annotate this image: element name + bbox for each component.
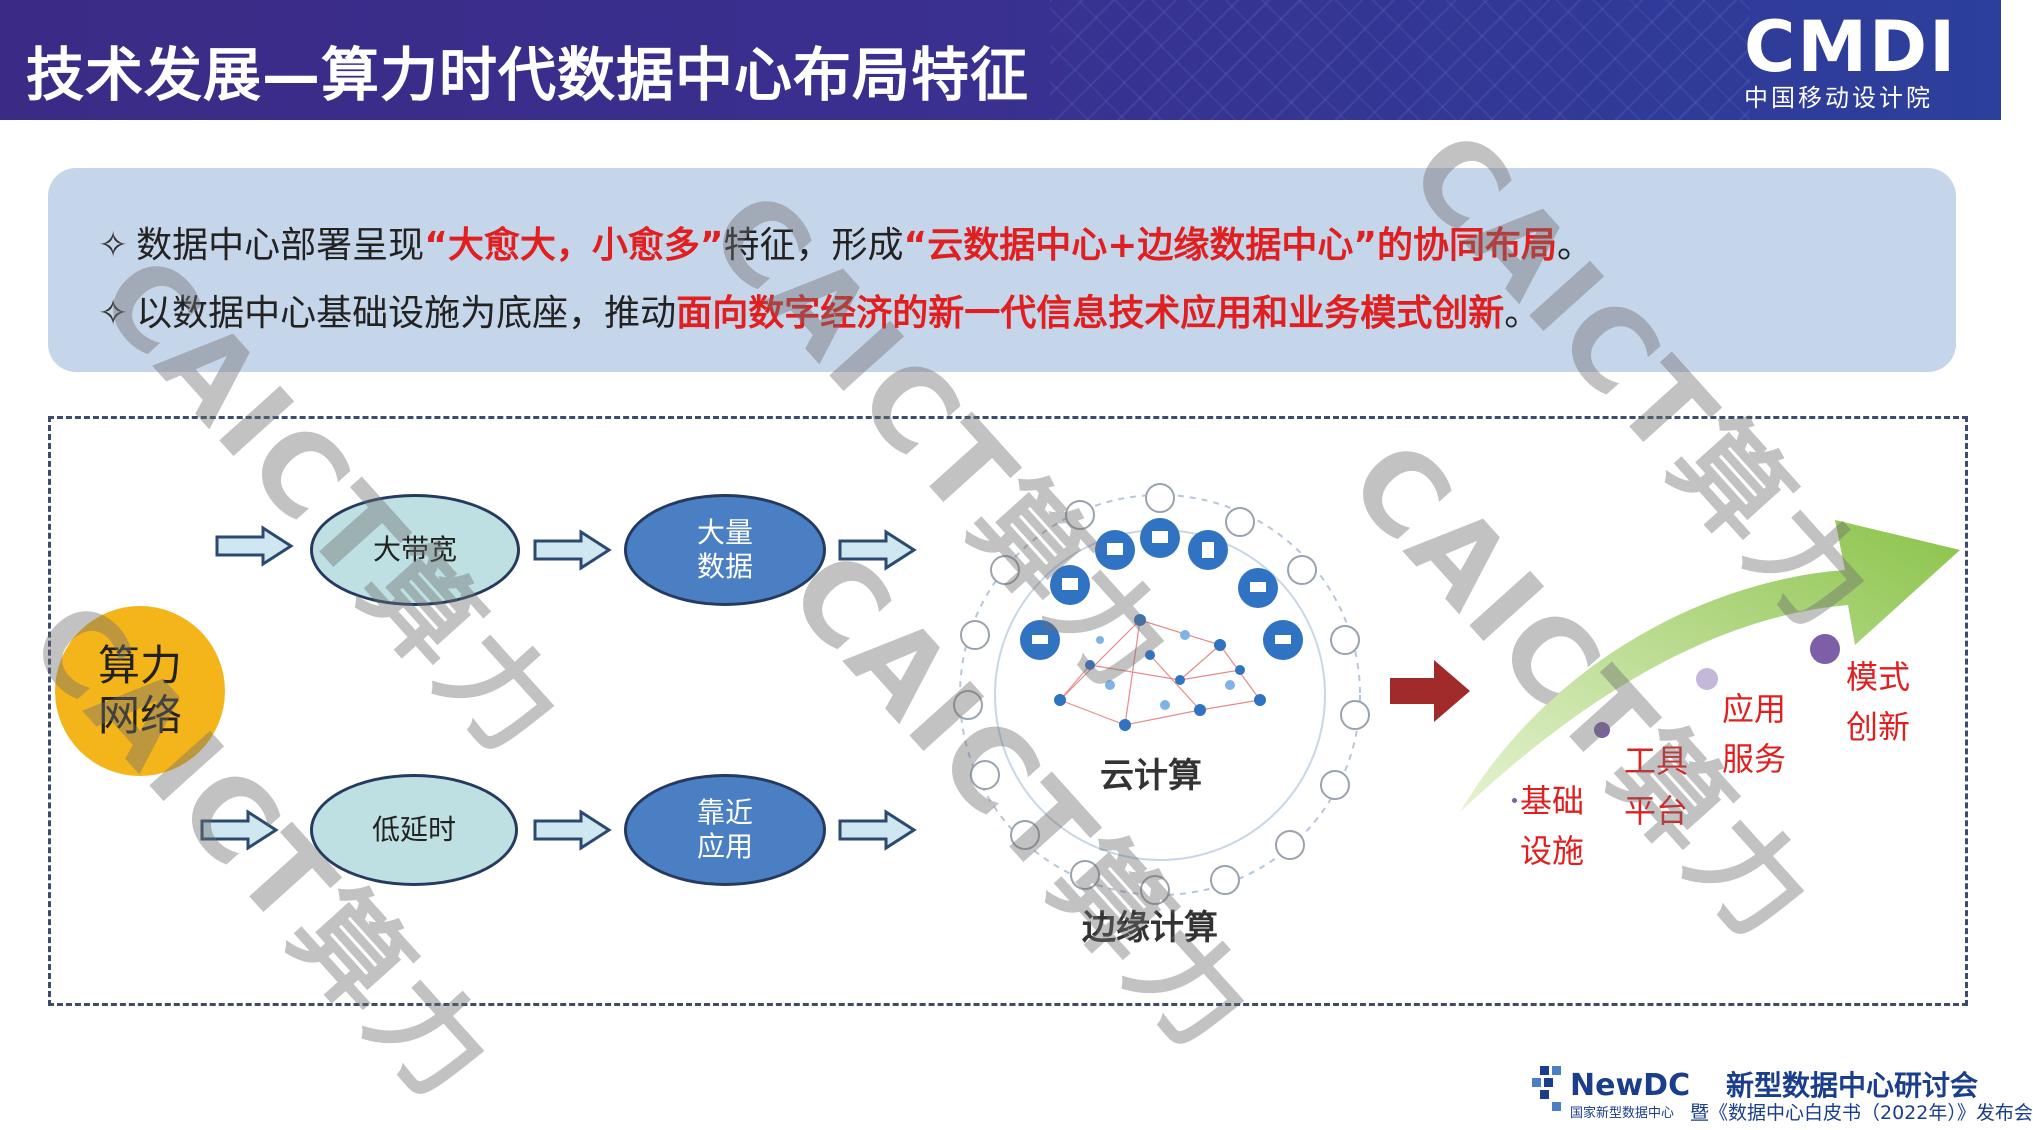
cloud-edge-diagram xyxy=(953,483,1370,905)
growth-arrow xyxy=(1460,520,1960,812)
conference-title: 新型数据中心研讨会 xyxy=(1726,1069,1979,1102)
highlight-2: “云数据中心+边缘数据中心”的协同布局 xyxy=(903,225,1558,266)
edge-computing-label: 边缘计算 xyxy=(1082,908,1218,948)
arrow-right-icon xyxy=(215,525,294,567)
arrow-right-icon xyxy=(200,809,279,851)
cloud-computing-label: 云计算 xyxy=(1100,756,1202,796)
compute-network-circle: 算力 网络 xyxy=(55,606,225,776)
conference-subtitle: 暨《数据中心白皮书（2022年）》发布会 xyxy=(1690,1102,2033,1124)
stage-model-innovation: 模式 创新 xyxy=(1846,658,1911,746)
diamond-bullet-icon: ✧ xyxy=(98,225,129,266)
stage-dot xyxy=(1810,634,1840,664)
stage-infrastructure: 基础 设施 xyxy=(1520,782,1585,870)
newdc-logo-icon xyxy=(1532,1066,1561,1111)
info-box: ✧数据中心部署呈现“大愈大，小愈多”特征，形成“云数据中心+边缘数据中心”的协同… xyxy=(48,168,1956,372)
newdc-logo-text: NewDC xyxy=(1570,1068,1691,1103)
diamond-bullet-icon: ✧ xyxy=(98,293,129,334)
arrow-right-icon xyxy=(533,809,612,851)
ellipse-near-app: 靠近 应用 xyxy=(624,774,826,886)
arrow-right-icon xyxy=(838,529,917,571)
arrow-right-icon xyxy=(1390,660,1470,722)
highlight-3: 面向数字经济的新一代信息技术应用和业务模式创新 xyxy=(676,293,1505,334)
ellipse-bandwidth: 大带宽 xyxy=(310,494,520,606)
newdc-subtitle: 国家新型数据中心 xyxy=(1570,1106,1675,1121)
arrow-right-icon xyxy=(838,809,917,851)
info-line-1: ✧数据中心部署呈现“大愈大，小愈多”特征，形成“云数据中心+边缘数据中心”的协同… xyxy=(98,225,1594,266)
info-line-2: ✧以数据中心基础设施为底座，推动面向数字经济的新一代信息技术应用和业务模式创新。 xyxy=(98,293,1541,334)
stage-application-service: 应用 服务 xyxy=(1722,690,1787,778)
ellipse-low-latency: 低延时 xyxy=(310,774,518,886)
diagram-frame xyxy=(48,416,1968,1006)
header-network-pattern xyxy=(1050,0,1750,120)
ellipse-big-data: 大量 数据 xyxy=(624,494,826,606)
stage-tool-platform: 工具 平台 xyxy=(1624,742,1689,830)
cmdi-logo-subtitle: 中国移动设计院 xyxy=(1744,84,1933,112)
stage-dot xyxy=(1696,668,1718,690)
stage-dot xyxy=(1512,798,1517,803)
arrow-right-icon xyxy=(533,529,612,571)
stage-dot xyxy=(1594,722,1610,738)
page-title: 技术发展—算力时代数据中心布局特征 xyxy=(26,41,1030,109)
cmdi-logo: CMDI xyxy=(1744,6,1958,88)
highlight-1: “大愈大，小愈多” xyxy=(424,225,724,266)
header-banner: 技术发展—算力时代数据中心布局特征 CMDI 中国移动设计院 xyxy=(0,0,2001,120)
